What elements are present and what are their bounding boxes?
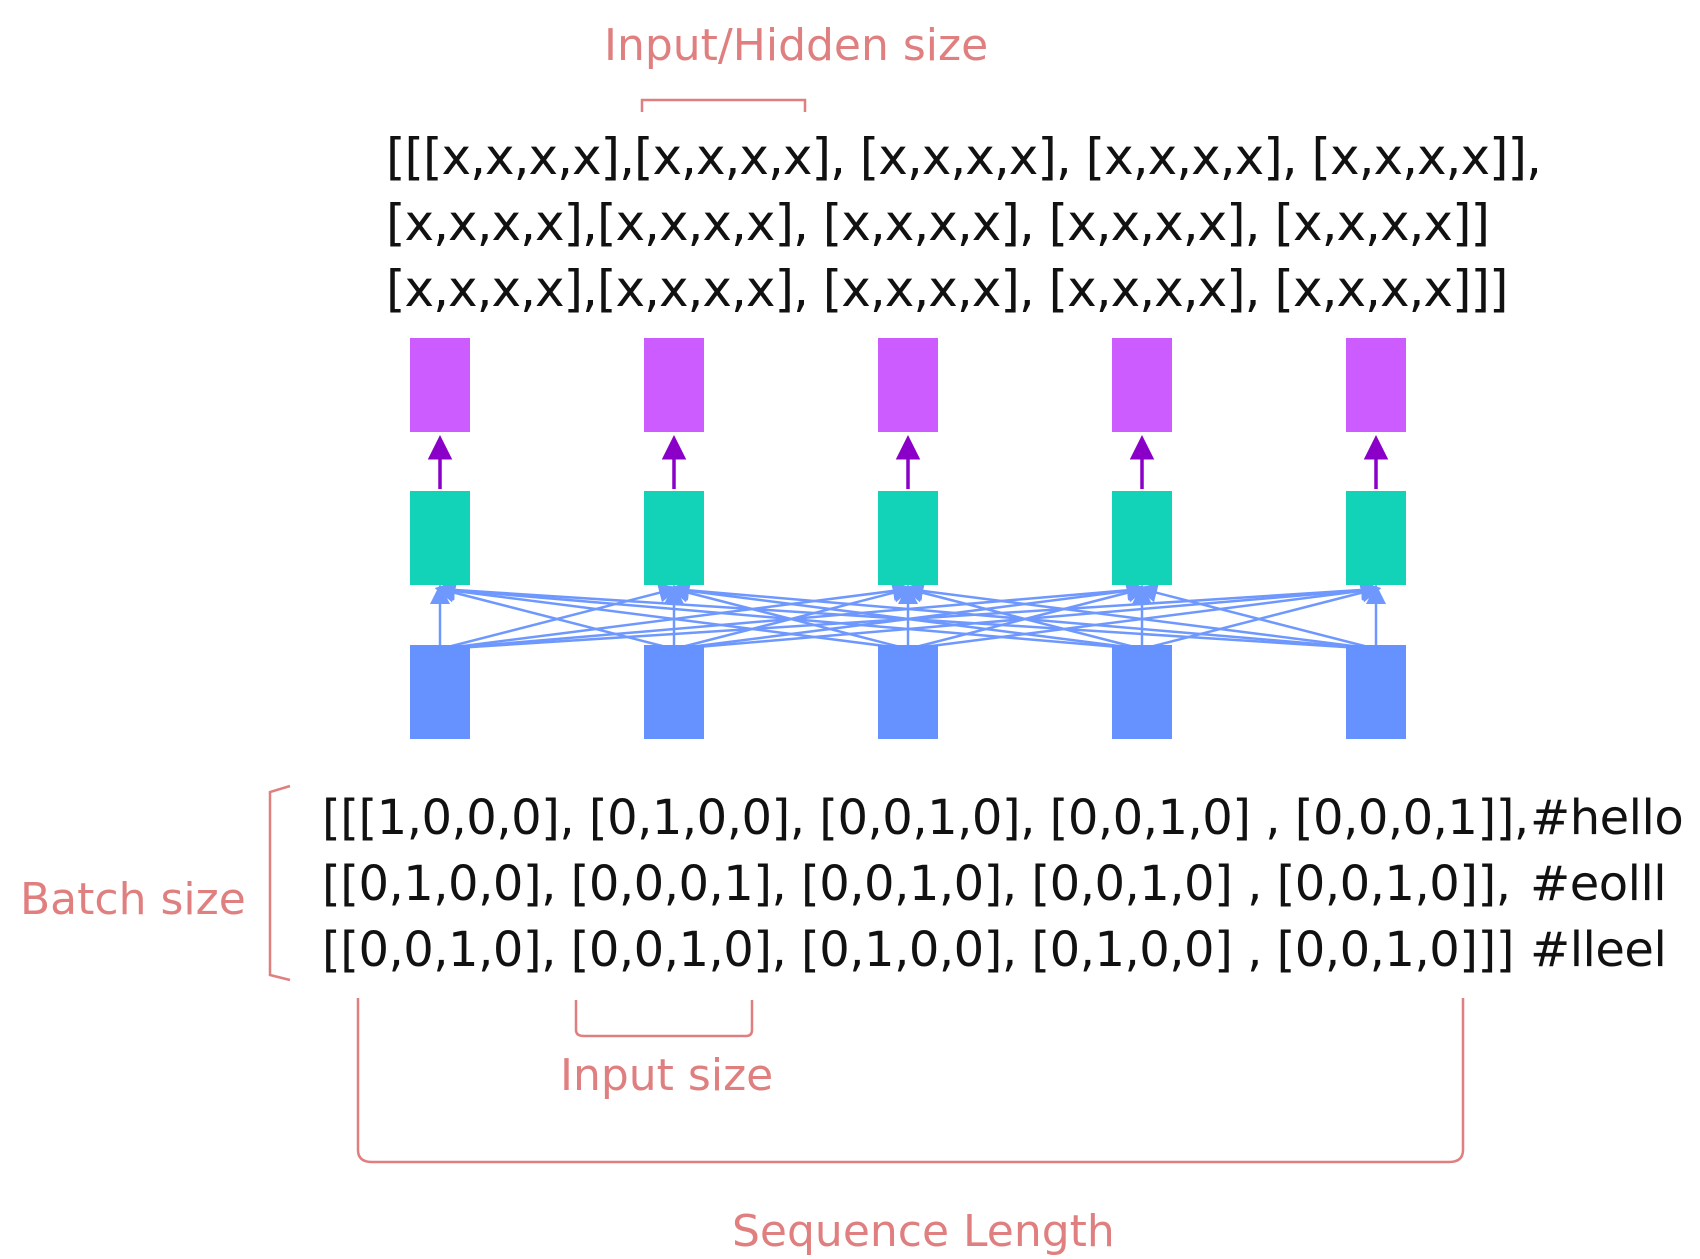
input-size-label: Input size [560,1050,774,1101]
input-row-2-comment: #eolll [1530,856,1667,912]
input-hidden-arrow [435,579,1377,651]
input-hidden-arrow [1137,583,1377,651]
hidden-size-bracket [640,98,807,112]
input-row-1-comment: #hello [1530,790,1684,846]
input-hidden-arrow [435,580,1143,651]
input-row-3: [[0,0,1,0], [0,0,1,0], [0,1,0,0], [0,1,0… [322,922,1514,978]
output-cell [878,338,938,432]
sequence-length-label: Sequence Length [732,1206,1115,1257]
input-cell [1346,645,1406,739]
output-cell [410,338,470,432]
input-hidden-arrow [669,580,1377,651]
sequence-length-bracket [356,998,1465,1164]
output-row-2: [x,x,x,x],[x,x,x,x], [x,x,x,x], [x,x,x,x… [386,194,1490,252]
input-row-1: [[[1,0,0,0], [0,1,0,0], [0,0,1,0], [0,0,… [322,790,1529,846]
input-cell [878,645,938,739]
input-cell [644,645,704,739]
batch-size-label: Batch size [20,874,246,925]
input-row-2: [[0,1,0,0], [0,0,0,1], [0,0,1,0], [0,0,1… [322,856,1511,912]
input-hidden-arrow [903,580,1377,651]
rnn-cells [410,338,1406,739]
input-hidden-connections [430,579,1386,651]
hidden-cell [644,491,704,585]
output-cell [644,338,704,432]
hidden-cell [878,491,938,585]
hidden-size-label: Input/Hidden size [604,20,989,71]
input-size-bracket [574,1000,754,1038]
output-row-3: [x,x,x,x],[x,x,x,x], [x,x,x,x], [x,x,x,x… [386,260,1509,318]
hidden-cell [1346,491,1406,585]
output-cell [1346,338,1406,432]
batch-size-bracket [268,784,291,982]
hidden-cell [410,491,470,585]
input-hidden-arrow [435,583,675,651]
input-cell [1112,645,1172,739]
input-cell [410,645,470,739]
input-row-3-comment: #lleel [1530,922,1667,978]
input-hidden-arrow [435,580,909,651]
output-cell [1112,338,1172,432]
hidden-cell [1112,491,1172,585]
output-row-1: [[[x,x,x,x],[x,x,x,x], [x,x,x,x], [x,x,x… [386,128,1542,186]
